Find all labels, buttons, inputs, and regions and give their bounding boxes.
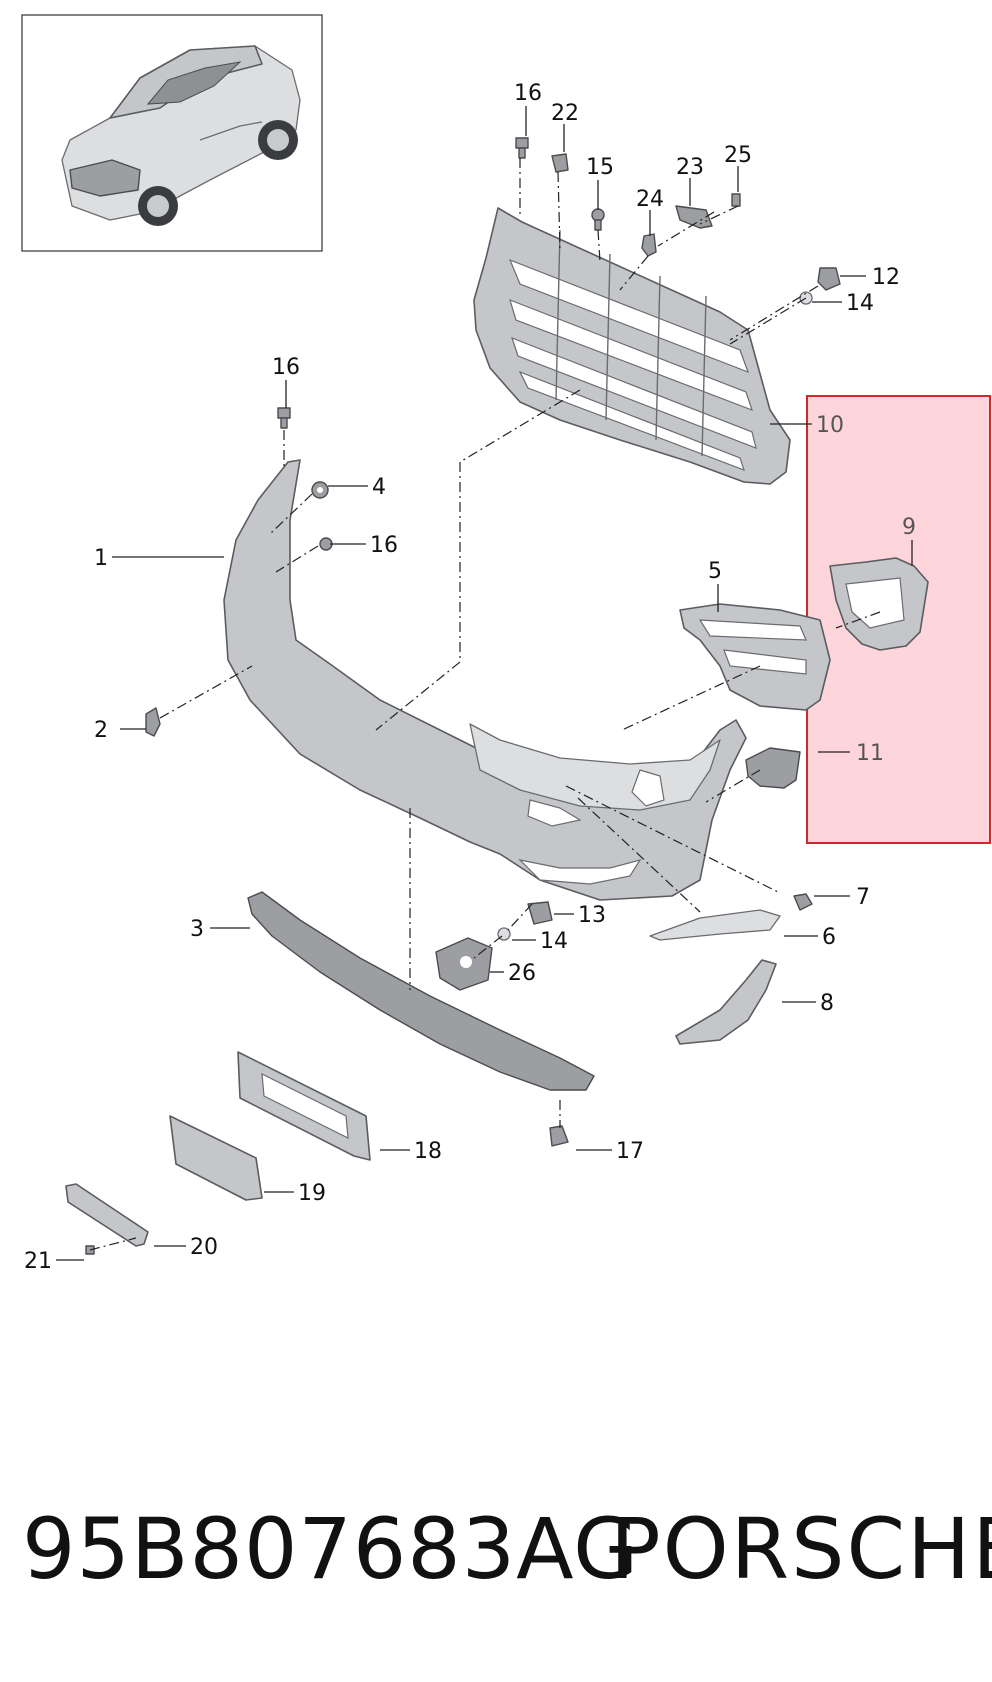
callout-4: 4 bbox=[372, 475, 386, 500]
callout-labels: 16 22 15 23 24 25 12 14 10 9 16 4 16 1 2… bbox=[24, 81, 916, 1274]
part-24-clip bbox=[641, 233, 657, 257]
part-26-bracket bbox=[435, 937, 493, 991]
callout-21: 21 bbox=[24, 1249, 52, 1274]
callout-3: 3 bbox=[190, 917, 204, 942]
part-lower-grille-strip bbox=[247, 891, 595, 1091]
part-2-clip bbox=[145, 707, 161, 737]
callout-23: 23 bbox=[676, 155, 704, 180]
part-19-plate bbox=[169, 1115, 263, 1201]
part-4-fastener bbox=[311, 481, 329, 499]
part-17-screw bbox=[549, 1125, 569, 1147]
callout-14-top: 14 bbox=[846, 291, 874, 316]
callout-17: 17 bbox=[616, 1139, 644, 1164]
callout-5: 5 bbox=[708, 559, 722, 584]
part-16-screw-a bbox=[277, 407, 291, 429]
callout-2: 2 bbox=[94, 718, 108, 743]
callout-16-mid: 16 bbox=[370, 533, 398, 558]
vehicle-inset bbox=[21, 14, 323, 252]
callout-12: 12 bbox=[872, 265, 900, 290]
part-side-grille-insert bbox=[679, 603, 831, 711]
part-11-bracket bbox=[745, 747, 801, 789]
part-15-screw bbox=[591, 208, 605, 231]
part-23-bracket bbox=[675, 205, 713, 229]
part-7-clip bbox=[793, 893, 813, 911]
footer: 95B807683AG PORSCHE bbox=[0, 1500, 992, 1610]
part-25-screw bbox=[731, 193, 741, 207]
part-18-plate bbox=[237, 1051, 371, 1161]
assembly-lines bbox=[89, 158, 881, 1251]
callout-18: 18 bbox=[414, 1139, 442, 1164]
callout-15: 15 bbox=[586, 155, 614, 180]
callout-19: 19 bbox=[298, 1181, 326, 1206]
callout-14-bottom: 14 bbox=[540, 929, 568, 954]
part-22-clip bbox=[551, 153, 569, 173]
part-bumper-cover bbox=[223, 459, 747, 901]
callout-9: 9 bbox=[902, 515, 916, 540]
callout-26: 26 bbox=[508, 961, 536, 986]
part-20-strip bbox=[65, 1183, 149, 1247]
callout-8: 8 bbox=[820, 991, 834, 1016]
car-illustration bbox=[61, 45, 301, 226]
part-13-sensor bbox=[527, 901, 553, 925]
callout-22: 22 bbox=[551, 101, 579, 126]
callout-25: 25 bbox=[724, 143, 752, 168]
callout-1: 1 bbox=[94, 546, 108, 571]
callout-7: 7 bbox=[856, 885, 870, 910]
part-upper-grille bbox=[473, 207, 791, 485]
callout-10: 10 bbox=[816, 413, 844, 438]
callout-16-top: 16 bbox=[514, 81, 542, 106]
part-6-trim bbox=[649, 909, 781, 941]
part-16-screw-c bbox=[515, 137, 529, 159]
part-12-sensor bbox=[817, 267, 841, 291]
callout-20: 20 bbox=[190, 1235, 218, 1260]
part-8-trim bbox=[675, 959, 777, 1045]
leader-lines bbox=[56, 106, 913, 1261]
brand-name: PORSCHE bbox=[610, 1500, 992, 1598]
callout-11: 11 bbox=[856, 741, 884, 766]
callout-6: 6 bbox=[822, 925, 836, 950]
callout-13: 13 bbox=[578, 903, 606, 928]
part-number: 95B807683AG bbox=[22, 1500, 640, 1598]
callout-16-left: 16 bbox=[272, 355, 300, 380]
part-9-bracket bbox=[829, 557, 929, 651]
callout-24: 24 bbox=[636, 187, 664, 212]
